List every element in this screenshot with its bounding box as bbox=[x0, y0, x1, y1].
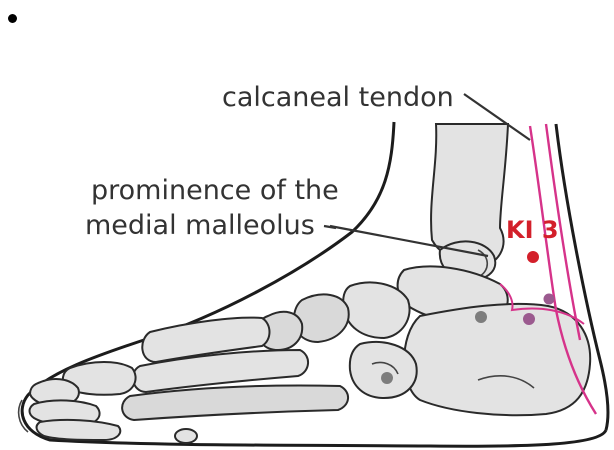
calcaneal-tendon-label: calcaneal tendon bbox=[222, 82, 454, 113]
ki3-acupoint-label: KI 3 bbox=[506, 216, 559, 244]
acupoint-marker-purple bbox=[523, 313, 535, 325]
navicular-bone bbox=[343, 282, 409, 338]
medial-malleolus-label-line1: prominence of the bbox=[91, 175, 339, 206]
ki3-acupoint-marker bbox=[527, 251, 539, 263]
toe-phalanx-lower bbox=[37, 420, 121, 440]
acupoint-marker-purple-small bbox=[544, 294, 555, 305]
sesamoid-bone bbox=[175, 429, 197, 443]
calcaneus-bone bbox=[404, 304, 590, 415]
cuboid-bone bbox=[350, 342, 417, 398]
acupoint-marker-gray-cuboid bbox=[381, 372, 393, 384]
medial-malleolus-label-line2: medial malleolus bbox=[85, 210, 315, 241]
acupoint-marker-gray-talus bbox=[475, 311, 487, 323]
